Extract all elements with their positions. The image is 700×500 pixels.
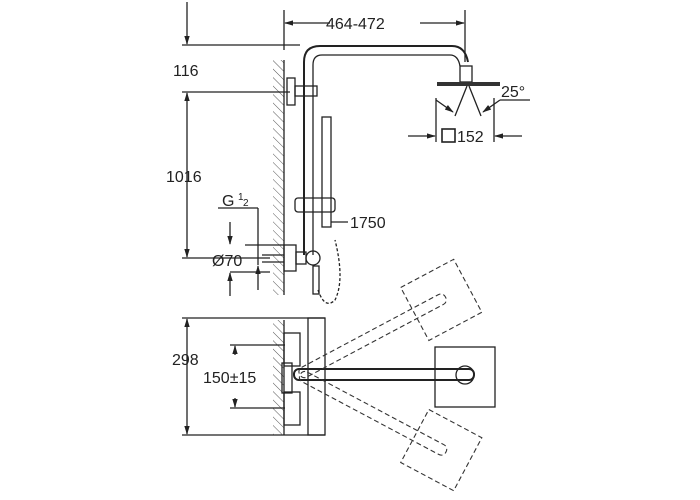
shower-riser <box>303 45 469 255</box>
slider <box>294 197 336 213</box>
rotated-arm-down <box>298 370 483 492</box>
shower-head-joint <box>459 65 473 83</box>
spray-angle-label: 25° <box>501 84 525 101</box>
connection-fraction-num: 1 <box>238 192 244 203</box>
depth-label: 298 <box>172 352 199 369</box>
center-distance-label: 150±15 <box>203 370 256 387</box>
hose <box>317 239 341 304</box>
shower-arm-top <box>293 368 475 381</box>
square-symbol-icon <box>441 128 456 143</box>
arm-reach-label: 464-472 <box>326 16 385 33</box>
height-label: 1016 <box>166 169 202 186</box>
connection-fraction-den: 2 <box>243 198 249 209</box>
rotated-arm-up <box>298 258 483 379</box>
side-view <box>182 2 530 304</box>
shower-head <box>437 82 500 86</box>
shower-head-top <box>434 346 496 408</box>
top-offset-label: 116 <box>173 63 199 80</box>
head-size-label: 152 <box>457 129 484 146</box>
valve-top-lower <box>283 391 301 426</box>
hose-length-label: 1750 <box>350 215 386 232</box>
rosette-diameter-label: Ø70 <box>212 253 242 270</box>
top-view <box>182 258 496 492</box>
valve-body <box>305 250 321 266</box>
hand-shower <box>321 116 332 228</box>
connection-label: G <box>222 193 234 210</box>
wall-hatching <box>273 60 284 295</box>
valve-rosette <box>283 244 297 272</box>
valve-top-upper <box>283 332 301 367</box>
